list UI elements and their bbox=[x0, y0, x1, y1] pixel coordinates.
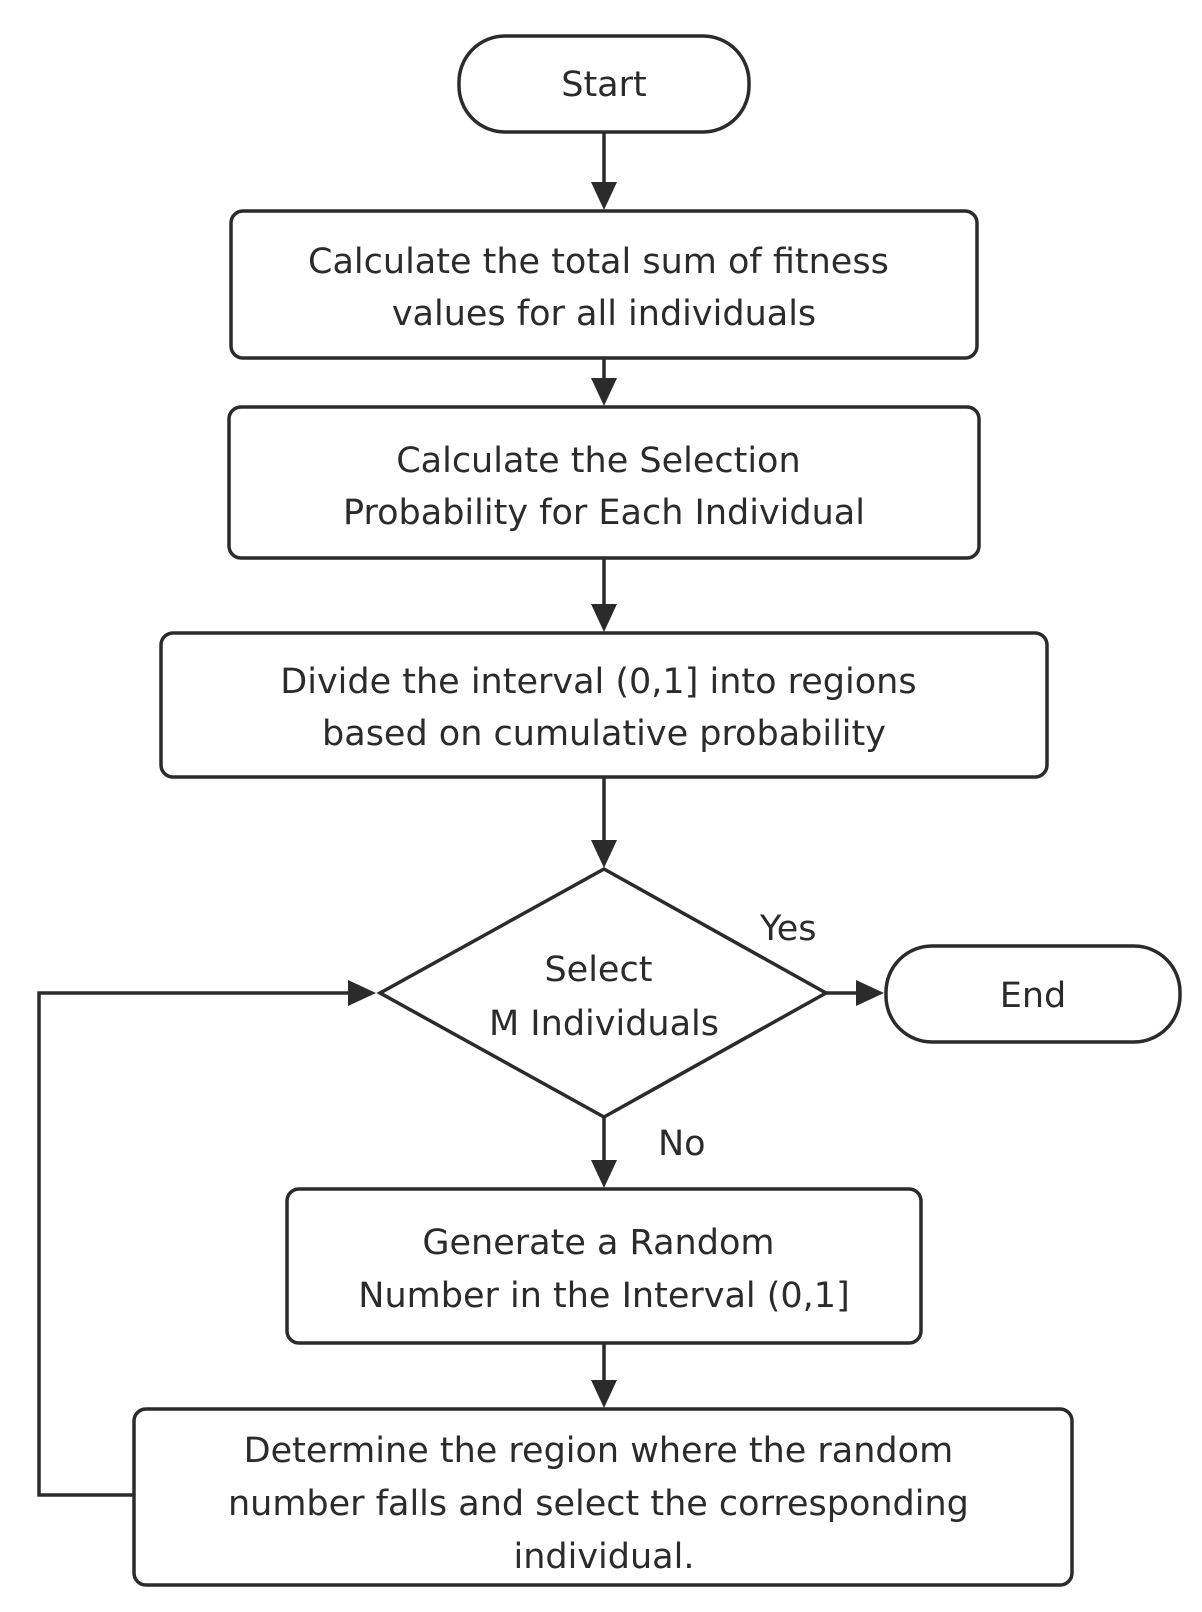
end-node: End bbox=[884, 944, 1182, 1044]
decision-node: Select M Individuals bbox=[376, 866, 830, 1120]
no-label: No bbox=[658, 1124, 706, 1164]
random-number-label: Generate a Random Number in the Interval… bbox=[358, 1223, 849, 1316]
divide-interval-node: Divide the interval (0,1] into regions b… bbox=[159, 631, 1049, 779]
selection-probability-label: Calculate the Selection Probability for … bbox=[343, 441, 865, 533]
edge-probability-to-divide bbox=[591, 558, 617, 632]
start-node: Start bbox=[457, 34, 751, 134]
random-number-node: Generate a Random Number in the Interval… bbox=[285, 1187, 923, 1345]
edge-sum-to-probability bbox=[591, 358, 617, 406]
start-label: Start bbox=[561, 65, 647, 105]
determine-region-node: Determine the region where the random nu… bbox=[132, 1407, 1074, 1587]
edge-decision-to-end bbox=[826, 980, 884, 1006]
sum-fitness-node: Calculate the total sum of fitness value… bbox=[229, 209, 979, 360]
edge-start-to-sum bbox=[591, 132, 617, 210]
divide-interval-label: Divide the interval (0,1] into regions b… bbox=[280, 662, 927, 754]
decision-label: Select M Individuals bbox=[489, 950, 719, 1044]
edge-loop-back-to-decision bbox=[37, 980, 376, 1497]
determine-region-label: Determine the region where the random nu… bbox=[228, 1431, 980, 1577]
edge-random-to-determine bbox=[591, 1343, 617, 1408]
end-label: End bbox=[1000, 976, 1067, 1016]
yes-label: Yes bbox=[759, 909, 817, 949]
sum-fitness-label: Calculate the total sum of fitness value… bbox=[308, 242, 900, 334]
selection-probability-node: Calculate the Selection Probability for … bbox=[227, 405, 981, 560]
edge-decision-to-random bbox=[591, 1117, 617, 1188]
edge-divide-to-decision bbox=[591, 777, 617, 868]
